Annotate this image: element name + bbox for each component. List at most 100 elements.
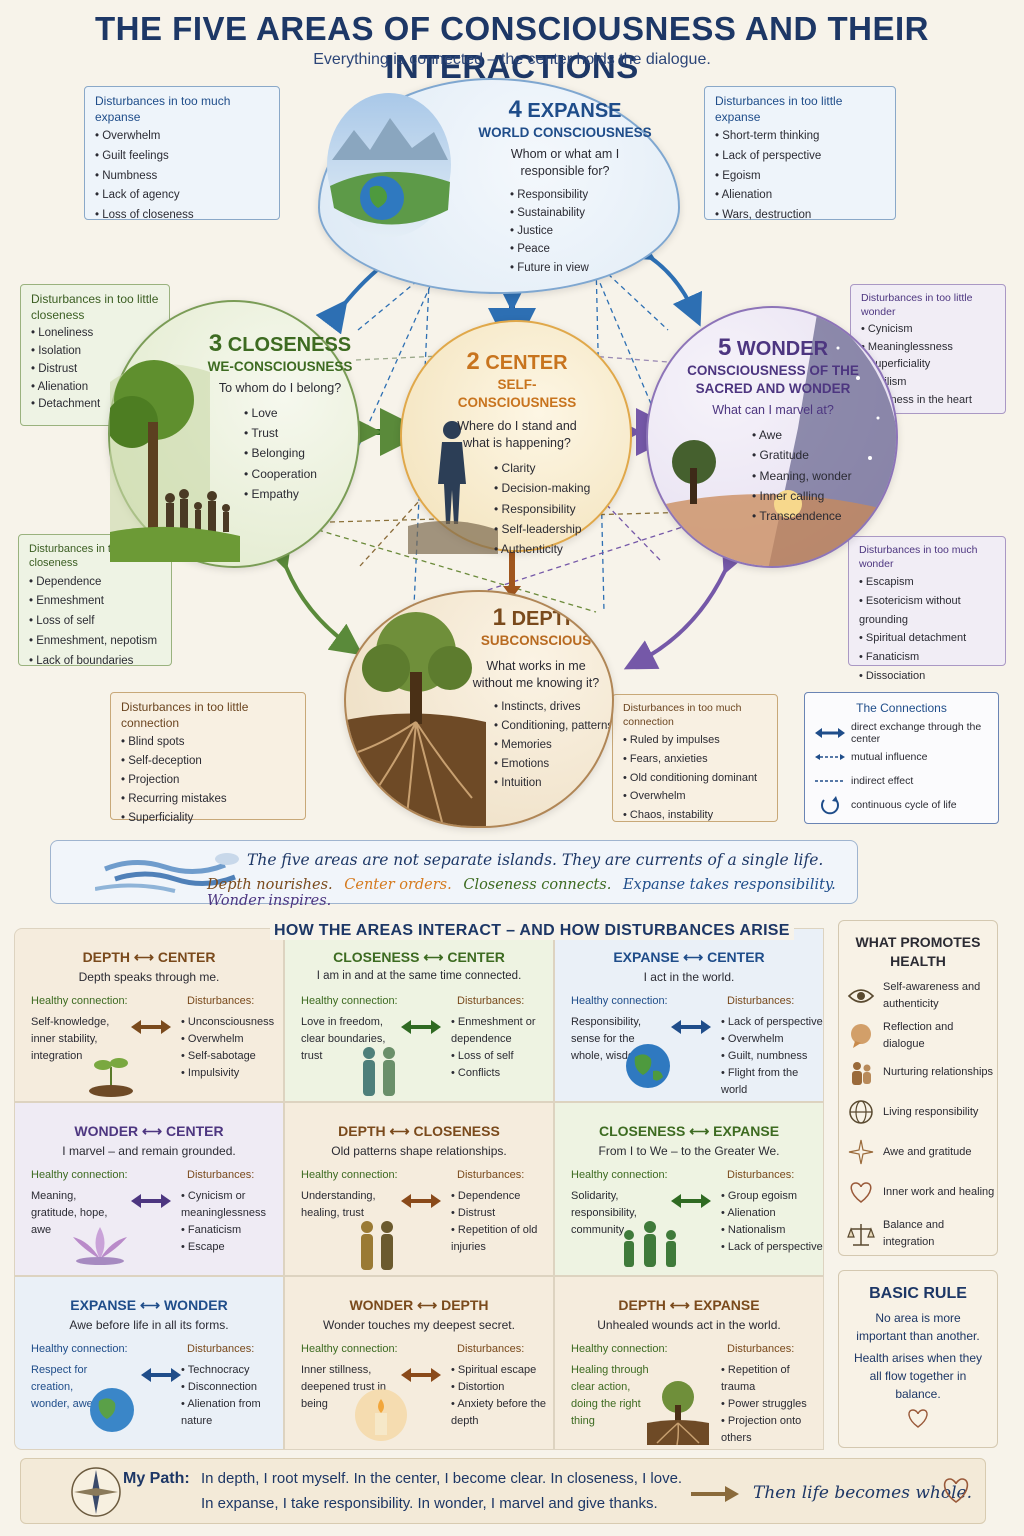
disturbance-item: Unconsciousness: [181, 1014, 285, 1031]
double-arrow-icon: [131, 1020, 171, 1034]
area-item: Empathy: [244, 484, 360, 504]
disturbance-item: Flight from the world: [721, 1065, 825, 1099]
disturbance-title: Disturbances in too little connection: [121, 700, 249, 730]
promote-item: Nurturing relationships: [847, 1059, 997, 1085]
disturbance-item: Detachment: [31, 396, 159, 414]
double-arrow-icon: [401, 1194, 441, 1208]
disturbance-item: Spiritual detachment: [859, 629, 995, 648]
banner-line-2: Depth nourishes. Center orders. Closenes…: [207, 877, 857, 909]
disturbance-item: Lack of boundaries: [29, 652, 161, 672]
double-arrow-icon: [141, 1368, 181, 1382]
banner-wonder: Wonder inspires.: [207, 893, 332, 909]
standing-figure-illustration: [408, 421, 498, 554]
disturbance-item: Escapism: [859, 573, 995, 592]
disturbance-item: Lack of agency: [95, 186, 269, 206]
disturbances-label: Disturbances:: [187, 995, 255, 1007]
healthy-label: Healthy connection:: [31, 995, 128, 1007]
disturbance-item: Distrust: [31, 361, 159, 379]
disturbance-item: Overwhelm: [623, 787, 767, 806]
cell-subtitle: Wonder touches my deepest secret.: [323, 1318, 515, 1332]
disturbance-item: Power struggles: [721, 1396, 825, 1413]
cell-area-b: EXPANSE: [713, 1123, 780, 1139]
disturbances-label: Disturbances:: [727, 1169, 795, 1181]
area-item: Cooperation: [244, 464, 360, 484]
disturbance-item: Self-deception: [121, 752, 295, 771]
healthy-value: Healing through clear action, doing the …: [571, 1364, 649, 1428]
page-title: THE FIVE AREAS OF CONSCIOUSNESS AND THEI…: [95, 10, 929, 85]
cycle-icon: [821, 796, 839, 815]
globe-icon: [849, 1100, 873, 1124]
cell-area-b: EXPANSE: [693, 1297, 760, 1313]
dashed-line-icon: [815, 780, 845, 782]
area-item: Future in view: [510, 259, 660, 277]
disturbance-item: Fears, anxieties: [623, 750, 767, 769]
legend-item: mutual influence: [851, 751, 928, 763]
area-item: Memories: [494, 736, 612, 755]
interactions-title: HOW THE AREAS INTERACT – AND HOW DISTURB…: [270, 922, 794, 940]
area-expanse: 4 EXPANSE WORLD CONSCIOUSNESS Whom or wh…: [318, 78, 680, 294]
speech-bubble-icon: [851, 1023, 871, 1048]
promote-label: Awe and gratitude: [883, 1145, 972, 1158]
area-item: Conditioning, patterns: [494, 717, 612, 736]
disturbance-item: Lack of perspective: [721, 1014, 825, 1031]
disturbance-box-little-closeness: Disturbances in too little closeness Lon…: [20, 284, 170, 426]
heart-icon: [908, 1409, 928, 1428]
cell-area-a: DEPTH: [338, 1123, 386, 1139]
double-arrow-icon: [671, 1194, 711, 1208]
cell-area-a: EXPANSE: [613, 949, 680, 965]
eye-icon: [847, 988, 875, 1003]
disturbances-label: Disturbances:: [457, 1343, 525, 1355]
my-path-label: My Path:: [123, 1470, 190, 1487]
cell-area-b: CENTER: [157, 949, 216, 965]
disturbance-item: Blind spots: [121, 733, 295, 752]
disturbance-title: Disturbances in too much expanse: [95, 94, 231, 124]
compass-icon: [71, 1467, 121, 1517]
healthy-label: Healthy connection:: [301, 1169, 398, 1181]
promote-item: Self-awareness and authenticity: [847, 979, 997, 1012]
legend-item: indirect effect: [851, 775, 914, 787]
area-item: Justice: [510, 222, 660, 240]
landscape-globe-illustration: [327, 93, 451, 237]
cell-subtitle: Unhealed wounds act in the world.: [597, 1318, 781, 1332]
area-subtitle: WE-CONSCIOUSNESS: [207, 359, 353, 374]
disturbance-item: Conflicts: [451, 1065, 555, 1082]
area-item: Love: [244, 403, 360, 423]
area-question: Whom or what am I responsible for?: [510, 147, 620, 179]
cell-area-a: EXPANSE: [70, 1297, 137, 1313]
area-question: What can I marvel at?: [712, 403, 834, 418]
my-path-final: Then life becomes whole.: [753, 1483, 972, 1503]
area-item: Responsibility: [494, 499, 592, 519]
interaction-cell-expanse-center: EXPANSE ⟷ CENTER I act in the world. Hea…: [554, 928, 824, 1102]
dashed-arrow-icon: [815, 754, 845, 760]
disturbance-item: Cynicism or meaninglessness: [181, 1188, 285, 1222]
area-question: Where do I stand and what is happening?: [457, 419, 577, 451]
disturbance-item: Lack of perspective: [715, 147, 885, 167]
cell-area-b: WONDER: [163, 1297, 228, 1313]
area-item: Trust: [244, 423, 360, 443]
area-item: Gratitude: [752, 445, 868, 465]
interaction-cell-expanse-wonder: EXPANSE ⟷ WONDER Awe before life in all …: [14, 1276, 284, 1450]
area-subtitle: CONSCIOUSNESS OF THE SACRED AND WONDER: [687, 363, 859, 397]
cell-area-a: WONDER: [349, 1297, 414, 1313]
interaction-cell-closeness-center: CLOSENESS ⟷ CENTER I am in and at the sa…: [284, 928, 554, 1102]
two-people-icon: [361, 1221, 393, 1270]
area-number: 1: [492, 604, 506, 631]
disturbance-item: Nationalism: [721, 1222, 825, 1239]
disturbance-item: Fanaticism: [859, 648, 995, 667]
disturbance-item: Fanaticism: [181, 1222, 285, 1239]
lotus-icon: [73, 1227, 127, 1265]
promote-item: Balance and integration: [847, 1217, 997, 1250]
disturbance-item: Numbness: [95, 167, 269, 187]
area-item: Authenticity: [494, 539, 592, 559]
disturbance-item: Impulsivity: [181, 1065, 285, 1082]
cell-subtitle: From I to We – to the Greater We.: [598, 1144, 780, 1158]
cell-area-a: CLOSENESS: [598, 1123, 686, 1139]
area-item: Instincts, drives: [494, 698, 612, 717]
disturbance-item: Superficiality: [121, 809, 295, 828]
disturbance-item: Anxiety before the depth: [451, 1396, 555, 1430]
healthy-value: Responsibility, sense for the whole, wis…: [571, 1016, 644, 1063]
water-wave-icon: [95, 853, 239, 893]
disturbance-item: Overwhelm: [181, 1031, 285, 1048]
disturbance-item: Guilt feelings: [95, 147, 269, 167]
area-depth: 1 DEPTH SUBCONSCIOUS What works in me wi…: [344, 590, 614, 828]
